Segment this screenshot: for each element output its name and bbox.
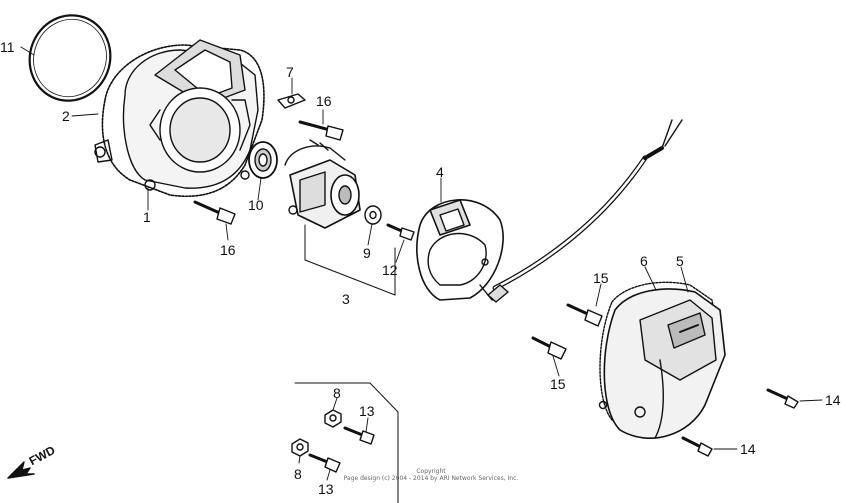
pulser-assembly-part-3 <box>284 139 396 296</box>
callout-7: 7 <box>286 64 294 80</box>
copyright-line-1: Copyright <box>416 468 446 475</box>
gasket-part-2 <box>101 44 265 197</box>
screw-part-12 <box>386 223 415 241</box>
callout-13-upper: 13 <box>359 403 375 419</box>
nut-part-8-upper <box>324 409 342 428</box>
screw-part-14-bottom <box>681 436 713 457</box>
callout-14-right: 14 <box>825 392 841 408</box>
callout-8-lower: 8 <box>294 466 302 482</box>
bolt-part-13-lower <box>308 453 341 473</box>
callout-15-upper: 15 <box>593 270 609 286</box>
callout-8-upper: 8 <box>333 385 341 401</box>
callout-16-lower: 16 <box>220 242 236 258</box>
bolt-part-13-upper <box>343 426 375 445</box>
callout-5: 5 <box>676 253 684 269</box>
o-ring-part-11 <box>28 14 112 102</box>
callout-15-lower: 15 <box>550 376 566 392</box>
wire-harness <box>487 119 683 303</box>
callout-14-bottom: 14 <box>740 441 756 457</box>
callout-10: 10 <box>248 197 264 213</box>
housing-part-1 <box>94 39 259 191</box>
callout-4: 4 <box>436 164 444 180</box>
clamp-part-7 <box>277 93 306 109</box>
callout-12: 12 <box>382 262 398 278</box>
callout-3: 3 <box>342 291 350 307</box>
callout-16-upper: 16 <box>316 93 332 109</box>
screw-part-14-right <box>766 388 799 409</box>
nut-part-8-lower <box>291 438 309 457</box>
callout-9: 9 <box>363 245 371 261</box>
oil-seal-part-10 <box>248 141 278 179</box>
callout-6: 6 <box>640 253 648 269</box>
bolt-part-15-upper <box>566 303 603 327</box>
stator-plate-part-4 <box>416 199 504 301</box>
inset-bracket <box>294 382 399 503</box>
callout-2: 2 <box>62 108 70 124</box>
bolt-part-16-upper <box>298 120 344 141</box>
callout-11: 11 <box>0 39 15 55</box>
washer-part-9 <box>364 205 382 225</box>
fwd-arrow-icon <box>7 461 35 479</box>
bolt-part-15-lower <box>531 336 567 360</box>
bolt-part-16-lower <box>193 200 236 225</box>
callout-13-lower: 13 <box>318 481 334 497</box>
copyright-notice: Copyright Page design (c) 2004 - 2014 by… <box>336 468 526 482</box>
callout-1: 1 <box>143 209 151 225</box>
copyright-line-2: Page design (c) 2004 - 2014 by ARI Netwo… <box>343 475 519 482</box>
leader-lines <box>20 46 823 481</box>
generator-cover-part-5 <box>598 288 726 439</box>
